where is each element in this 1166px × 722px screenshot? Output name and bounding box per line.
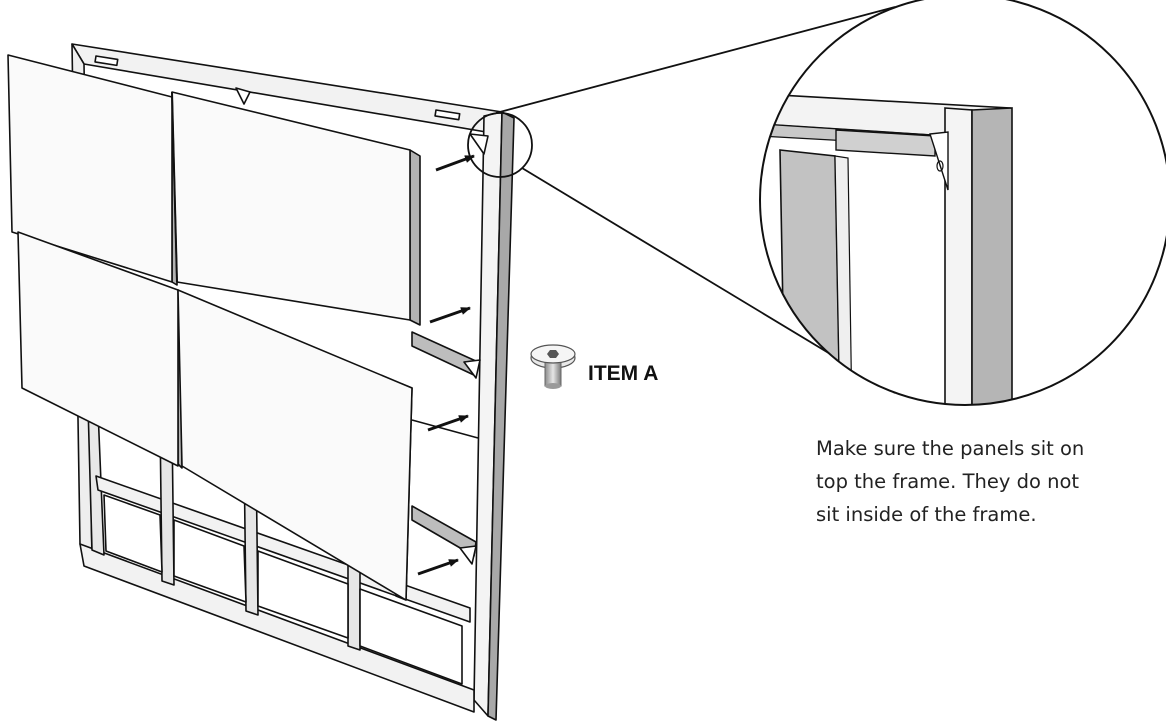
arrow-icon xyxy=(427,414,469,432)
frame-opening xyxy=(103,494,163,573)
detail-zoom-circle xyxy=(759,0,1166,406)
frame-corner-bracket xyxy=(469,133,489,155)
panel-top-left xyxy=(7,54,173,283)
hex-socket-screw-icon xyxy=(530,344,576,389)
arrow-icon xyxy=(429,306,471,324)
frame-opening xyxy=(359,588,463,685)
frame-corner-bracket xyxy=(459,545,477,565)
panel-bottom-right xyxy=(177,289,413,601)
arrow-icon xyxy=(435,154,475,172)
frame-brace xyxy=(411,331,479,377)
detail-source-circle xyxy=(467,112,533,178)
callout-line xyxy=(495,6,896,114)
frame-corner-bracket xyxy=(463,359,481,379)
detail-zoom-view xyxy=(760,0,1166,405)
arrow-icon xyxy=(417,558,459,576)
frame-corner-bracket xyxy=(235,87,251,105)
instruction-line: Make sure the panels sit on xyxy=(816,437,1085,460)
instruction-line: sit inside of the frame. xyxy=(816,503,1037,526)
panel-top-right xyxy=(171,91,411,321)
frame-right-post-side xyxy=(487,111,515,721)
panel-bottom-left xyxy=(17,231,179,467)
frame-bottom-rail xyxy=(79,543,475,713)
frame-opening xyxy=(173,519,247,603)
frame-slot xyxy=(434,109,461,121)
frame-opening xyxy=(257,550,349,639)
item-a-label: ITEM A xyxy=(588,362,659,385)
display-panels xyxy=(7,54,421,601)
frame-slot xyxy=(94,55,119,67)
instruction-line: top the frame. They do not xyxy=(816,470,1080,493)
mounting-frame xyxy=(71,43,515,721)
pointer-arrows xyxy=(417,154,475,576)
instruction-note: Make sure the panels sit on top the fram… xyxy=(816,432,1156,531)
panel-edge xyxy=(409,149,421,326)
